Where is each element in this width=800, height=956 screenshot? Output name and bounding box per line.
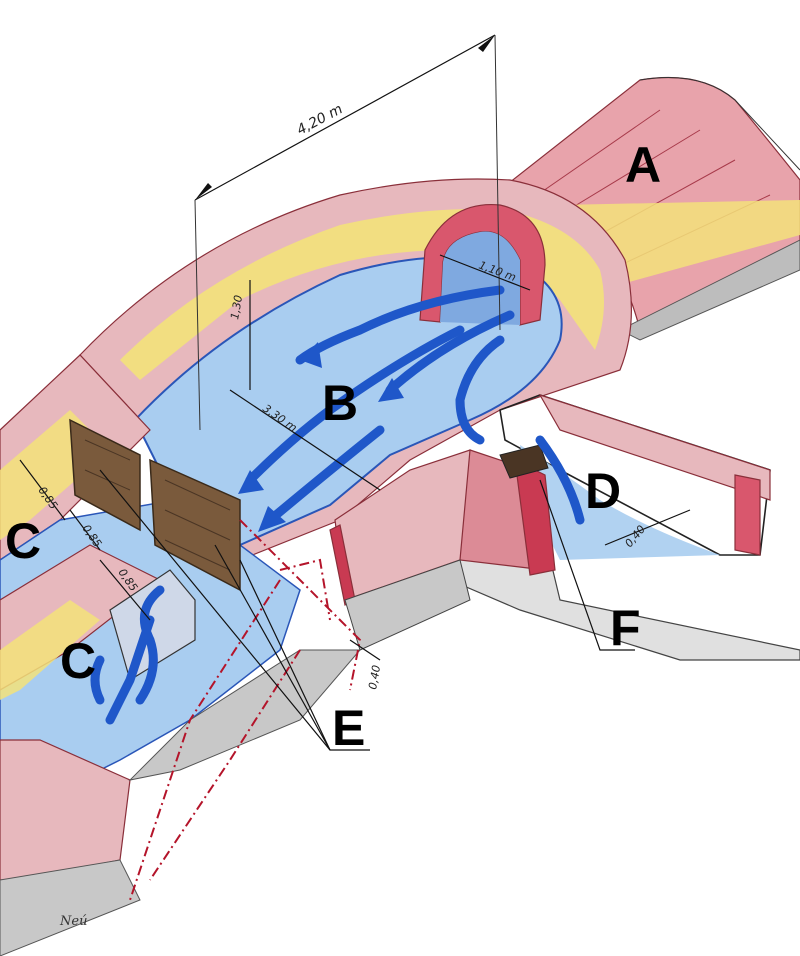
label-a: A xyxy=(625,137,661,193)
label-d: D xyxy=(585,463,621,519)
label-f: F xyxy=(610,600,641,656)
front-walls xyxy=(329,449,556,651)
label-c-lower: C xyxy=(60,633,96,689)
dim-step: 0,40 xyxy=(366,664,383,690)
dim-chamber-length: 4,20 m xyxy=(294,101,345,138)
gate-f xyxy=(499,444,549,479)
label-leaders xyxy=(99,469,635,751)
label-c-upper: C xyxy=(5,513,41,569)
dimension-lines xyxy=(19,34,691,661)
dim-height: 1,30 xyxy=(228,294,245,320)
gates-e xyxy=(69,418,549,592)
center-lines xyxy=(129,519,362,901)
signature: Neú xyxy=(59,914,87,929)
gate-upper xyxy=(69,418,141,532)
channel-c-lower xyxy=(0,499,362,956)
label-b: B xyxy=(322,375,358,431)
label-e: E xyxy=(332,700,365,756)
flow-arrows xyxy=(90,285,585,725)
